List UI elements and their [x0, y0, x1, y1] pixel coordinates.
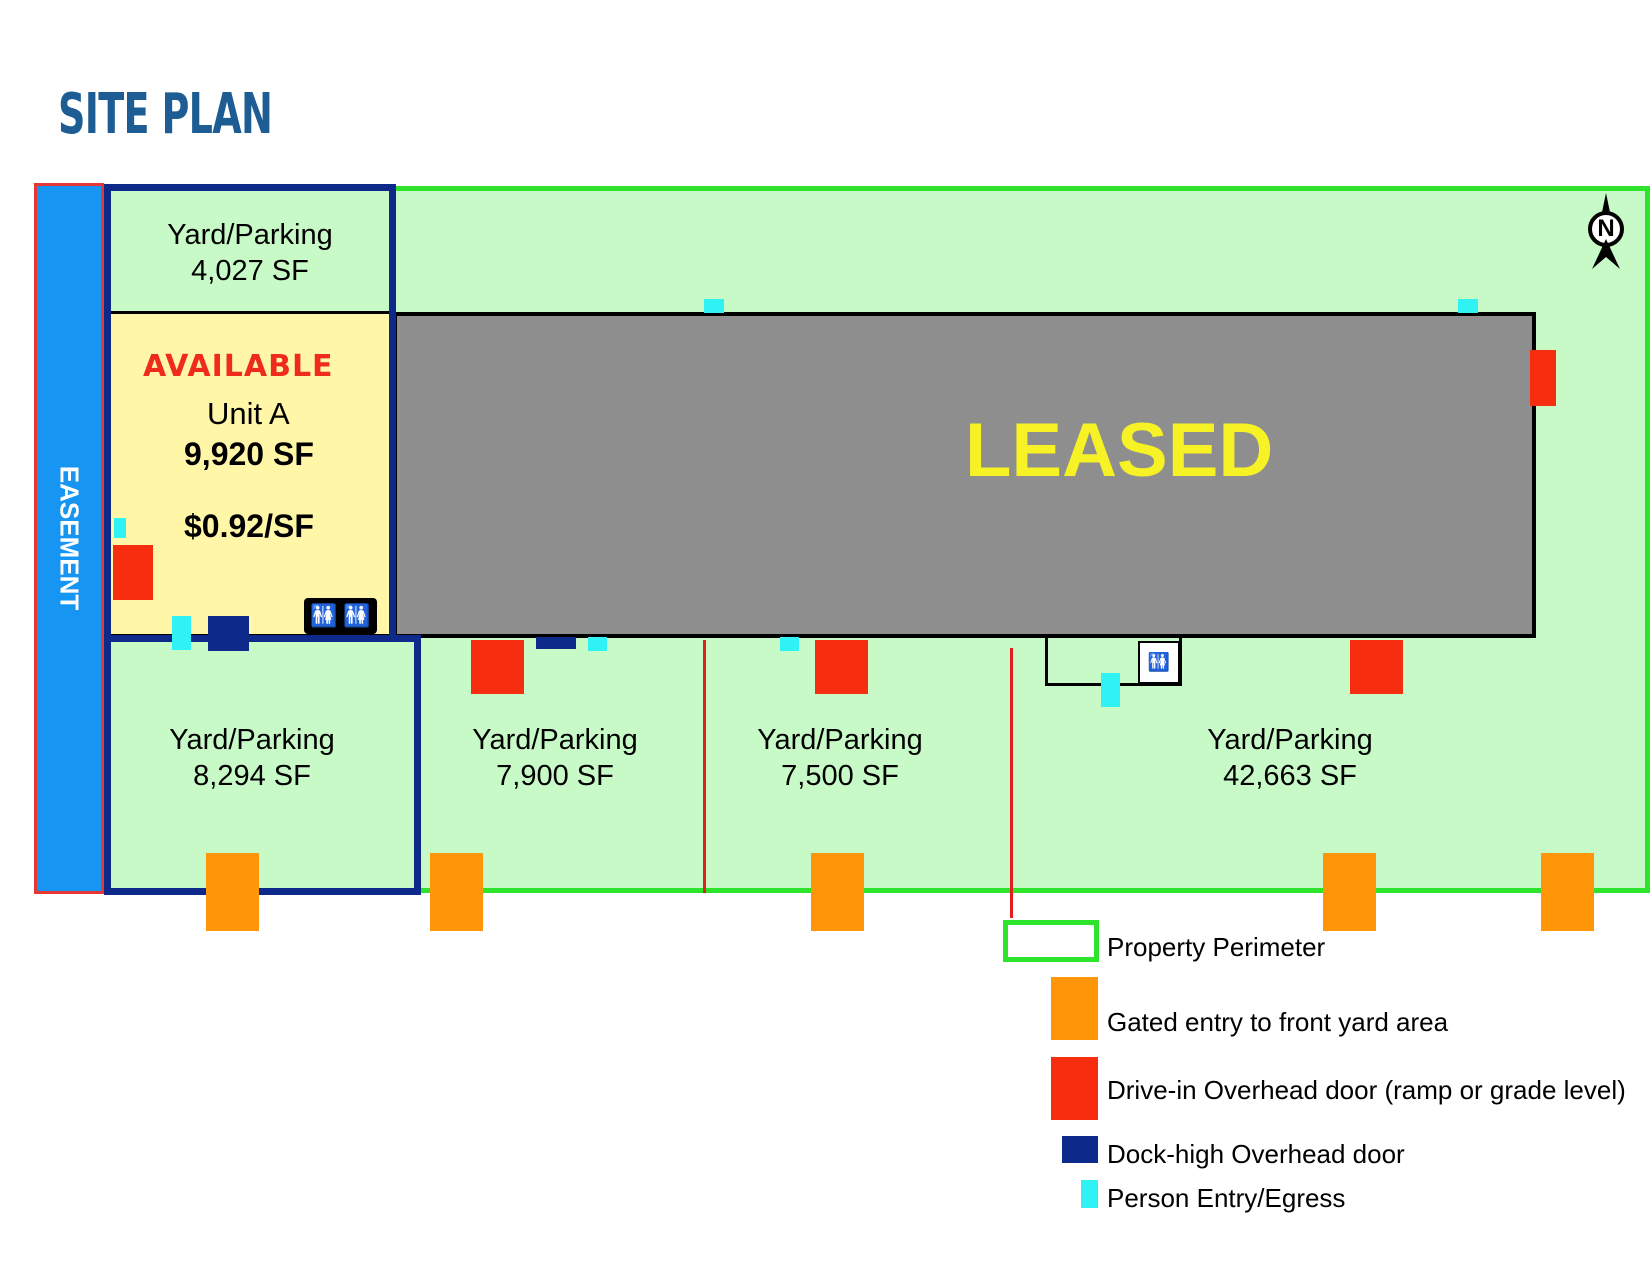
unit-a-status: AVAILABLE	[143, 349, 334, 384]
leased-label: LEASED	[965, 408, 1274, 493]
leased-building[interactable]	[393, 312, 1536, 638]
person-entry	[704, 299, 724, 313]
unit-a-price: $0.92/SF	[184, 508, 314, 544]
north-arrow-icon: N	[1584, 193, 1628, 269]
gated-entry	[430, 853, 483, 931]
yard-divider-line	[703, 640, 706, 893]
person-entry	[1458, 299, 1478, 313]
dock-high-door	[536, 637, 576, 649]
gated-entry	[1541, 853, 1594, 931]
drive-in-door	[1350, 640, 1403, 694]
unit-a-area-label: 9,920 SF	[184, 436, 314, 472]
restroom-icon: 🚻	[337, 598, 377, 634]
legend-label: Gated entry to front yard area	[1107, 1007, 1449, 1037]
unit-a-area[interactable]	[106, 313, 393, 636]
legend-label: Drive-in Overhead door (ramp or grade le…	[1107, 1075, 1626, 1105]
gated-entry	[811, 853, 864, 931]
legend-swatch-dock-high-door	[1062, 1136, 1098, 1163]
restroom-icon: 🚻	[1138, 641, 1180, 684]
person-entry	[588, 637, 607, 651]
legend-label: Property Perimeter	[1107, 932, 1326, 962]
person-entry	[780, 637, 799, 651]
legend-label: Person Entry/Egress	[1107, 1183, 1346, 1213]
legend-swatch-property	[1003, 920, 1099, 962]
drive-in-door	[113, 545, 153, 600]
easement-strip	[34, 183, 104, 894]
legend-swatch-gated-entry	[1051, 977, 1098, 1040]
unit-a-boundary-lower	[104, 635, 421, 895]
gated-entry	[1323, 853, 1376, 931]
drive-in-door	[1530, 350, 1556, 406]
unit-a-top-line	[106, 311, 396, 314]
dock-high-door	[208, 616, 249, 651]
legend-swatch-person-entry	[1081, 1180, 1098, 1208]
unit-a-name: Unit A	[207, 396, 290, 431]
drive-in-door	[815, 640, 868, 694]
yard-divider-line	[1010, 648, 1013, 918]
easement-label: EASEMENT	[54, 465, 85, 611]
legend-swatch-drive-in-door	[1051, 1057, 1098, 1120]
gated-entry	[206, 853, 259, 931]
person-entry	[114, 518, 126, 538]
page-title: SITE PLAN	[58, 82, 273, 147]
person-entry	[172, 616, 191, 650]
drive-in-door	[471, 640, 524, 694]
person-entry	[1101, 673, 1120, 707]
legend-label: Dock-high Overhead door	[1107, 1139, 1405, 1169]
north-label: N	[1597, 215, 1615, 242]
